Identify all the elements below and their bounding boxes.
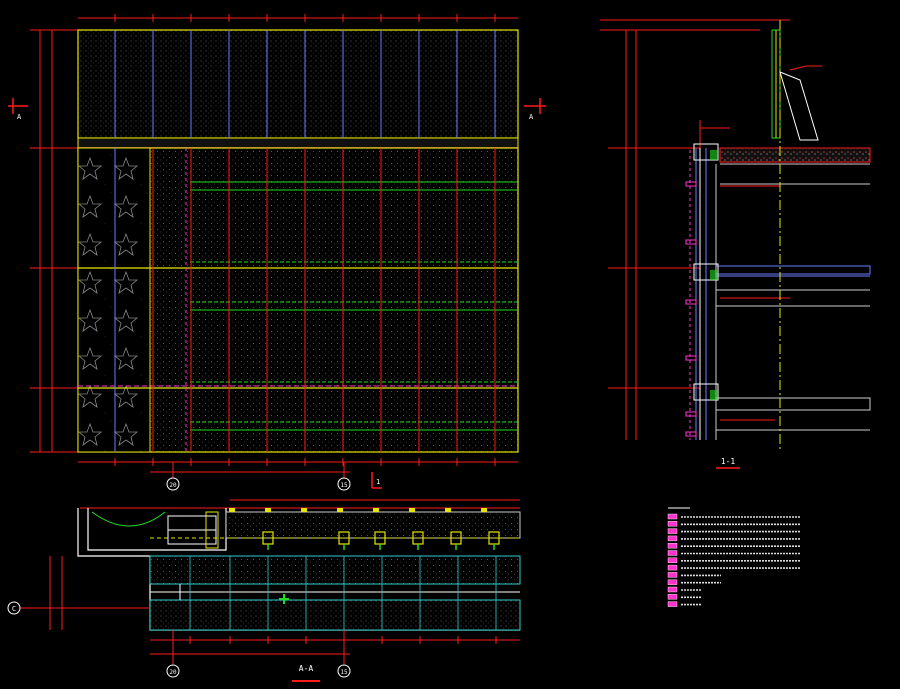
elevation-left-dimension-lines [30,29,78,453]
axis-label-20: 20 [169,482,177,489]
axis-label-15: 15 [340,482,348,489]
plan-bottom-dimension-lines [150,630,520,664]
plan-brackets [229,508,500,550]
anchor-plate [685,181,697,187]
section-marker-a-right-label: A [529,113,534,121]
anchor-plate [685,355,697,361]
roof-slab [719,147,871,163]
section-dimension-lines [600,19,790,440]
curtain-wall-nodes [685,143,719,437]
elevation-axis-bubble-15: 15 [337,477,351,491]
legend-swatch [667,550,678,556]
plan-top-cleat [337,508,343,512]
plan-band-lower [149,599,521,631]
plan-corner-room [91,511,219,549]
section-annotations [720,185,790,421]
spandrel-band [77,137,519,149]
anchor-plate [685,411,697,417]
plan-top-cleat [445,508,451,512]
legend-swatch [667,521,678,527]
section-cut-marker: 1 [371,472,382,489]
plan-title: A-A [299,664,314,673]
legend-swatch [667,579,678,585]
plan-top-cleat [229,508,235,512]
node-bracket [710,390,718,400]
plan-top-cleat [301,508,307,512]
plan-axis-label-c: C [12,605,16,613]
legend-swatch [667,594,678,600]
plan-axis-bubble-15: 15 [337,664,351,678]
facade-elevation: 20 15 1 A A [8,14,546,491]
legend-swatch [667,513,678,520]
legend-swatch [667,586,678,593]
elevation-mullions [114,14,496,466]
node-bracket [710,270,718,280]
legend-swatch [667,601,678,607]
section-marker-a-left-label: A [17,113,22,121]
elevation-top-dimension-line [78,17,518,19]
legend-swatch [667,528,678,534]
plan-green-marker [279,594,289,604]
plan-a-a: C 20 15 A-A [7,499,521,682]
star-pattern-panel [77,147,151,453]
curtain-wall-section [689,148,717,440]
plan-top-cleat [265,508,271,512]
elevation-axis-bubble-20: 20 [166,477,180,491]
plan-top-cleat [481,508,487,512]
legend-swatch [667,564,678,571]
plan-top-cleat [373,508,379,512]
section-title: 1-1 [721,457,736,466]
legend-swatch [667,572,678,578]
legend-swatch [667,535,678,542]
section-marker-a-right: A [524,98,546,121]
upper-stone-panel [77,29,519,139]
plan-top-cleat [409,508,415,512]
anchor-plate [685,431,697,437]
plan-band-upper [225,511,521,539]
legend-swatch [667,557,678,563]
lower-curtain-wall [77,147,519,453]
anchor-plate [685,239,697,245]
plan-band-middle [149,555,521,585]
anchor-plate [685,299,697,305]
green-transom-lines [190,181,518,431]
elevation-bottom-dimension-lines [78,461,518,478]
plan-left-dimension-lines [20,556,150,630]
plan-axis-bubble-c: C [7,601,21,615]
plan-axis-bubble-20: 20 [166,664,180,678]
legend-swatch [667,543,678,549]
material-legend [667,507,801,607]
section-1-1: 1-1 [600,19,871,469]
section-cut-label: 1 [376,478,380,486]
node-bracket [710,150,718,160]
plan-axis-label-15: 15 [340,669,348,676]
plan-axis-label-20: 20 [169,669,177,676]
section-marker-a-left: A [8,98,28,121]
